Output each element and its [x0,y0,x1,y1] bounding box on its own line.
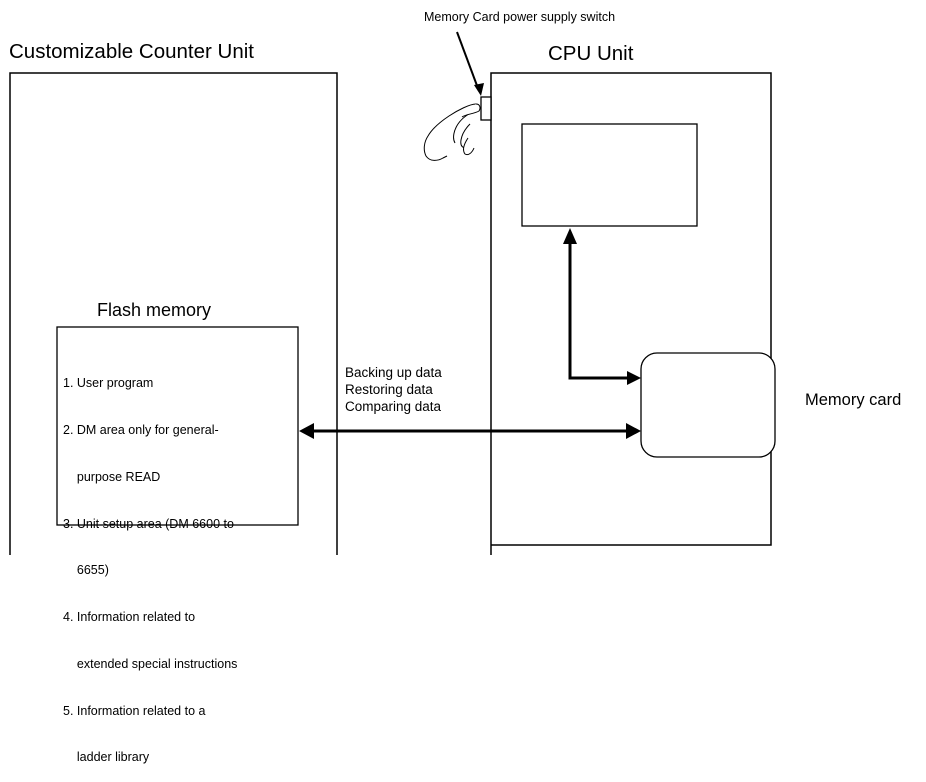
operation-item: Backing up data [345,365,442,380]
card-to-cpu-arrowhead-up [563,228,577,244]
flash-content-line: ladder library [63,750,150,765]
power-switch[interactable] [480,96,492,121]
flash-content-line: extended special instructions [63,656,238,671]
power-switch-label: Memory Card power supply switch [424,10,616,24]
counter-unit-title: Customizable Counter Unit [9,40,254,63]
operations-list: Backing up data Restoring data Comparing… [345,364,442,415]
switch-leader-line [456,31,480,92]
flash-content-line: 4. Information related to [63,610,196,625]
flash-content-line: 6655) [63,563,109,578]
switch-leader-arrowhead [474,83,484,96]
flash-content-line: purpose READ [63,469,161,484]
flash-content-line: 3. Unit setup area (DM 6600 to [63,516,234,531]
memory-card [640,352,776,458]
flash-memory-box [56,326,299,526]
flash-content-line: 5. Information related to a [63,703,206,718]
transfer-arrowhead-right [626,423,641,439]
flash-content-line: 1. User program [63,376,154,391]
card-to-cpu-arrow-line [568,240,633,380]
flash-memory-title: Flash memory [97,300,212,320]
cpu-display-panel [521,123,698,227]
transfer-arrowhead-left [299,423,314,439]
memory-card-label: Memory card [805,391,902,409]
flash-content-line: 2. DM area only for general- [63,422,219,437]
card-to-cpu-arrowhead-right [627,371,641,385]
hand-pointer-icon [423,103,481,161]
cpu-unit-title: CPU Unit [548,42,634,65]
operation-item: Comparing data [345,399,442,414]
counter-unit-box [9,72,338,555]
diagram-canvas [9,31,776,555]
flash-contents-list: 1. User program 2. DM area only for gene… [63,345,237,782]
cpu-unit-box [490,72,772,555]
operation-item: Restoring data [345,382,433,397]
